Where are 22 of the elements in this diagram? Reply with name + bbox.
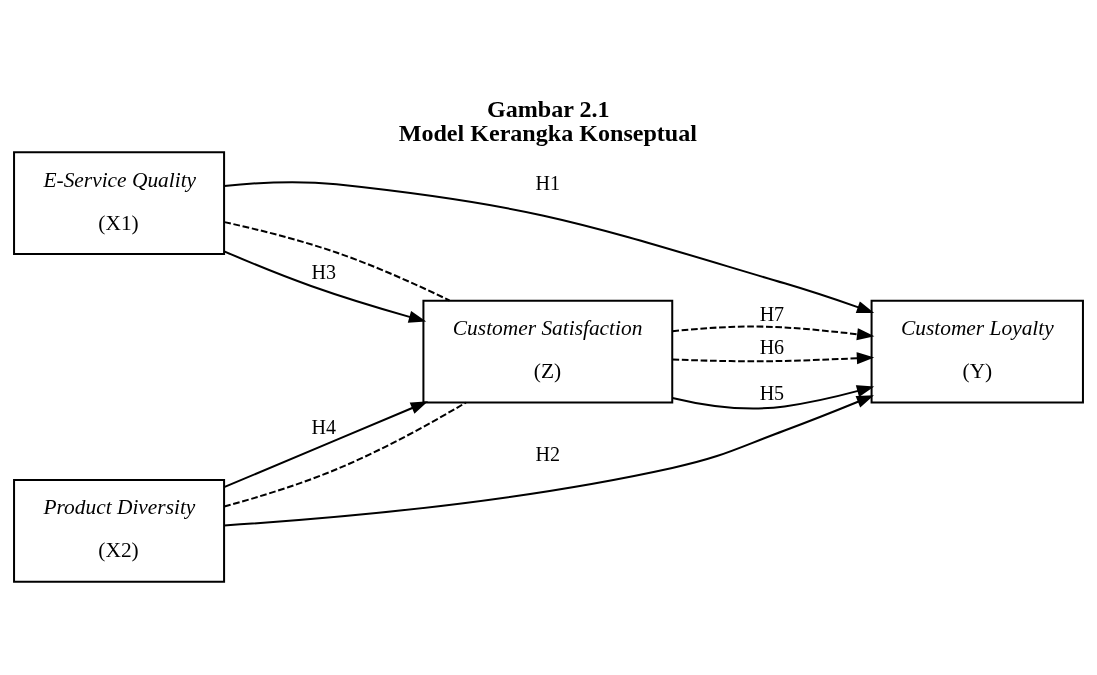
node-box: E-Service Quality (X1) [13, 151, 226, 255]
edge-label: H4 [311, 416, 337, 439]
arrow [223, 250, 427, 323]
caption: Model Kerangka Konseptual [398, 119, 697, 146]
arrow [672, 352, 875, 365]
node-box: Product Diversity (X2) [13, 478, 226, 583]
edge-label: H5 [759, 381, 785, 404]
arrow [224, 181, 875, 313]
diagram-title: Gambar 2.1 [486, 95, 610, 122]
connector [224, 221, 450, 302]
edge-label: H3 [311, 261, 337, 284]
arrow [223, 401, 429, 489]
arrow [224, 395, 874, 527]
arrow [672, 385, 875, 410]
edge-label: H7 [759, 302, 785, 325]
edge-label: H6 [759, 336, 785, 359]
node-box: Customer Loyalty (Y) [870, 299, 1084, 404]
connector [224, 401, 467, 508]
edge-label: H1 [535, 171, 561, 194]
edge-label: H2 [535, 443, 561, 466]
node-box: Customer Satisfaction (Z) [422, 299, 674, 404]
arrow [672, 325, 875, 341]
